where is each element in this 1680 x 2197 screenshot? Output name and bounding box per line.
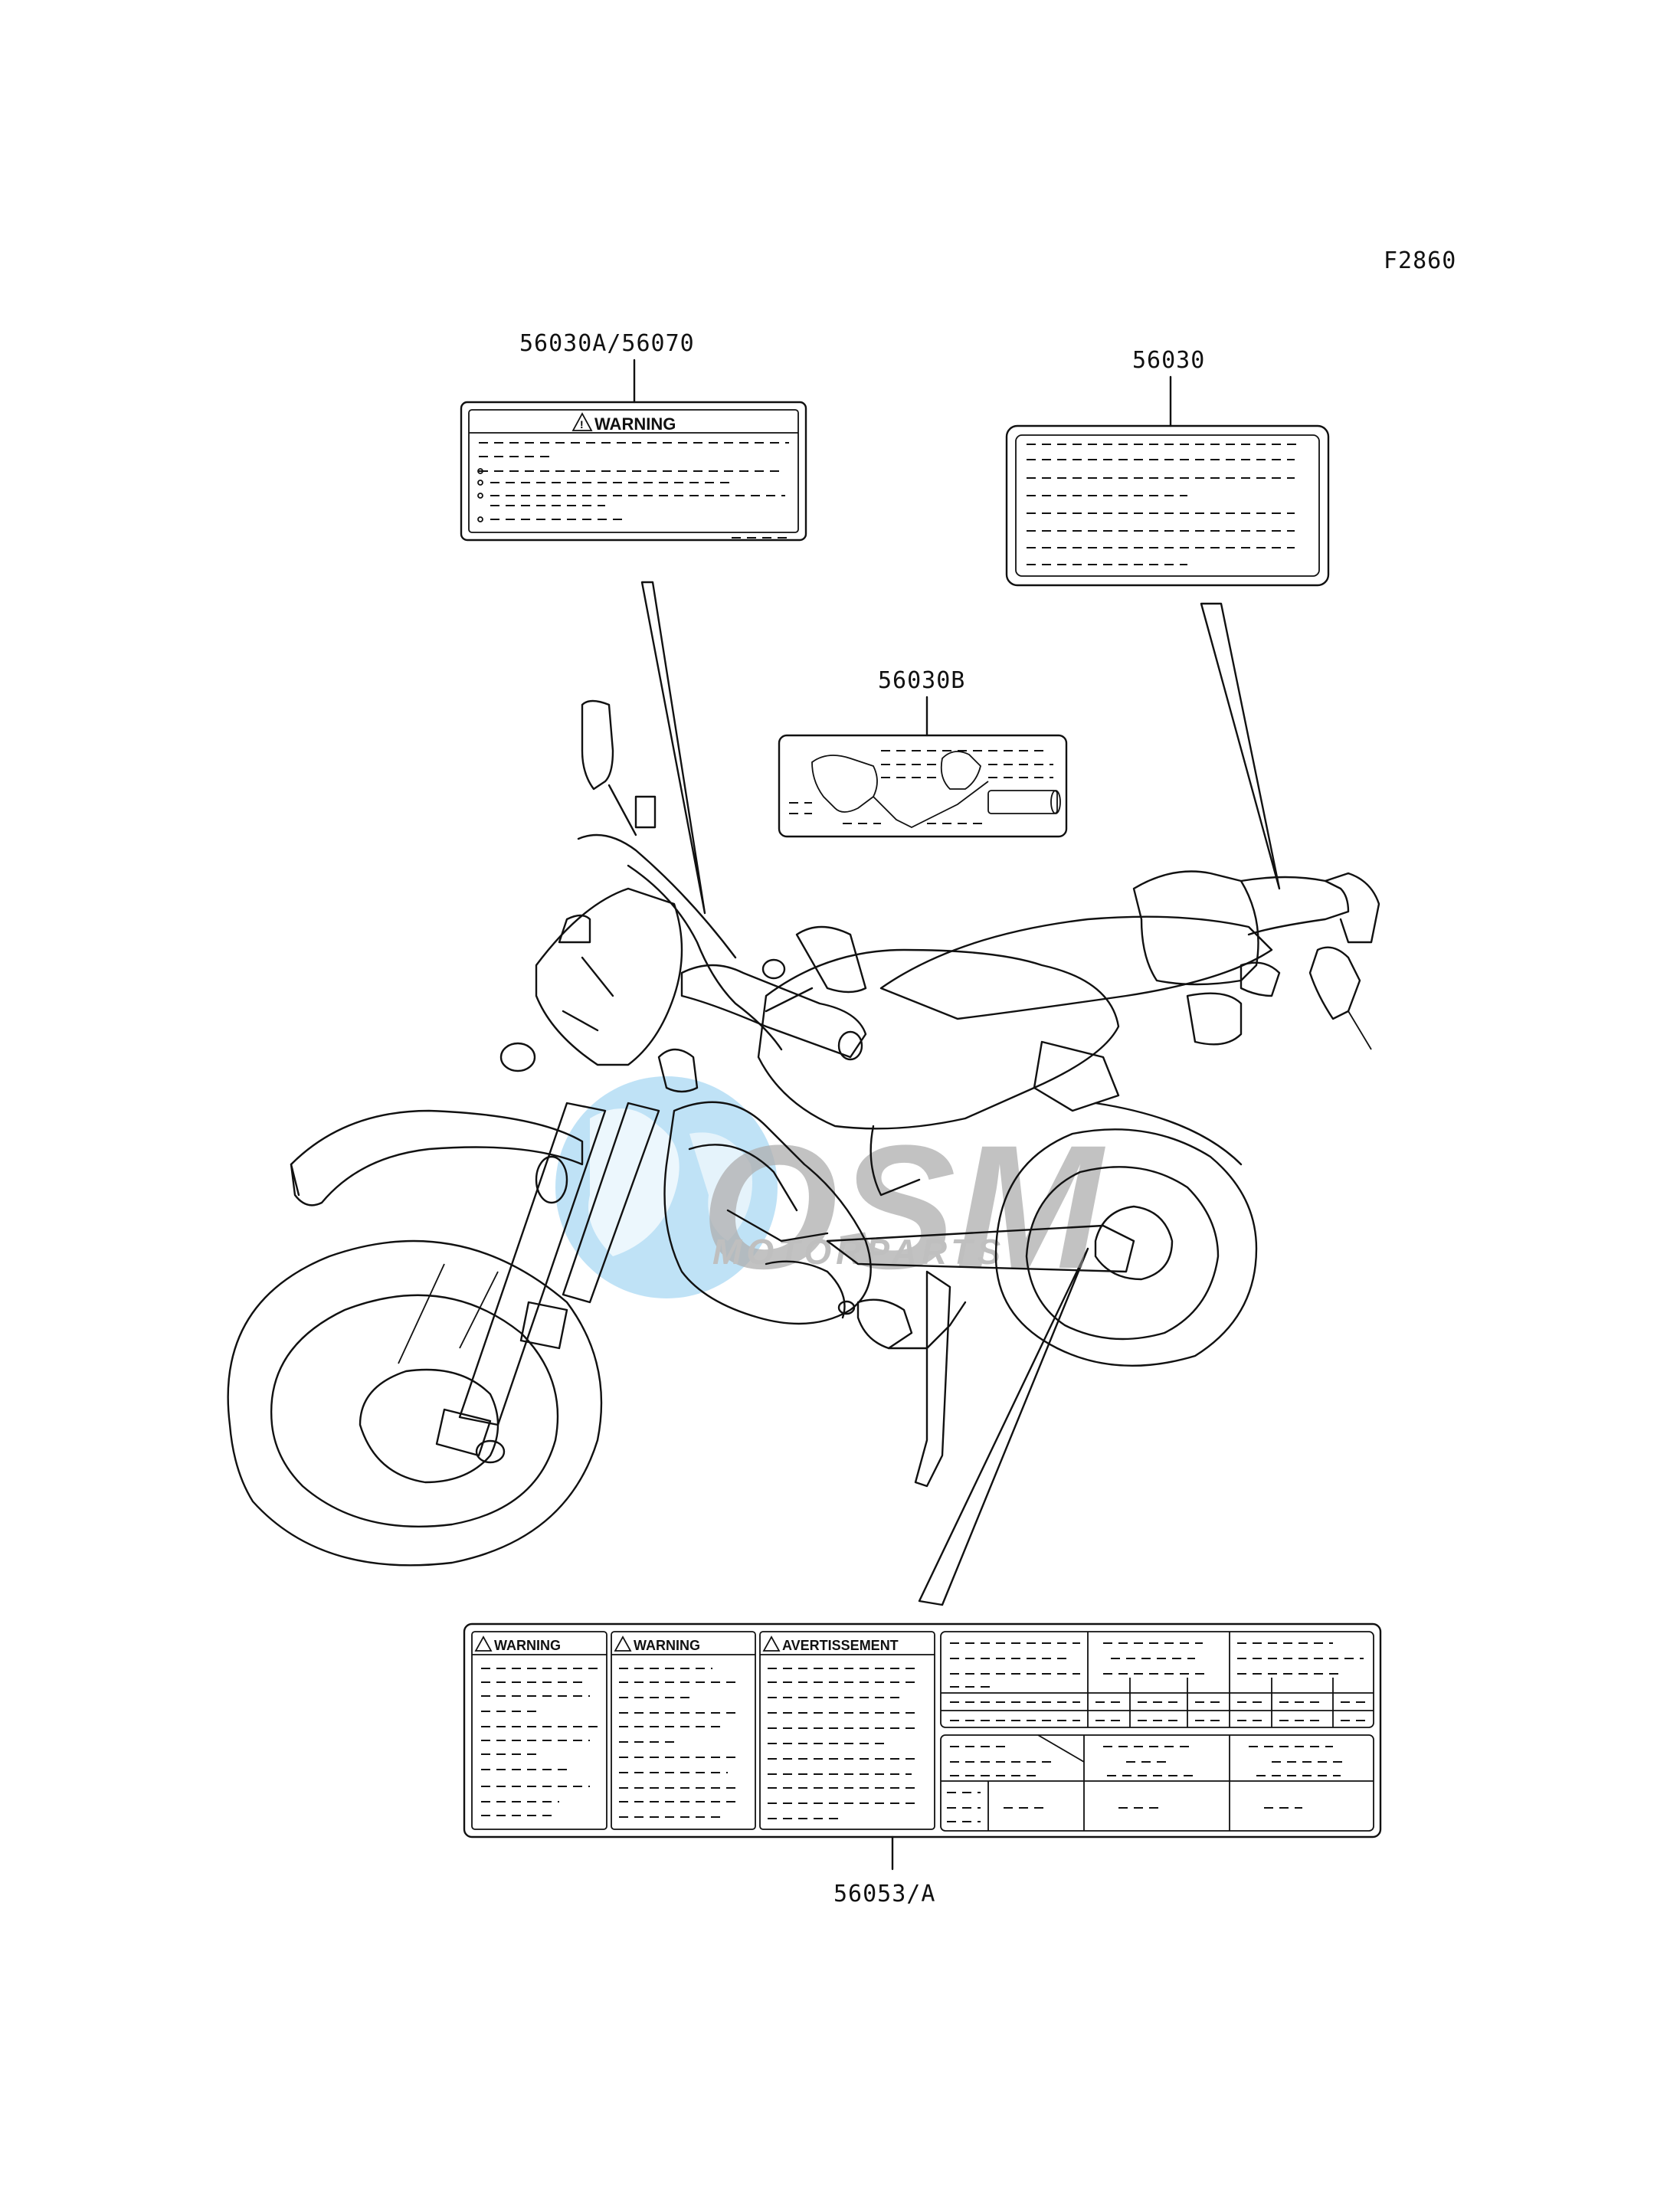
- motorcycle-drawing: [227, 699, 1380, 1567]
- warning-triangle-icon: [614, 1635, 632, 1652]
- figure-id: F2860: [1384, 247, 1456, 274]
- watermark-subtitle: MOTORPARTS: [712, 1232, 1005, 1272]
- watermark-brand: OSM: [701, 1108, 1105, 1305]
- label-56030a-56070[interactable]: ! WARNING: [460, 401, 807, 542]
- pointer-56030a: [640, 581, 706, 915]
- warning-heading: WARNING: [634, 1638, 700, 1653]
- svg-text:!: !: [580, 418, 584, 431]
- avertissement-heading: AVERTISSEMENT: [782, 1638, 899, 1653]
- part-number-56030b[interactable]: 56030B: [878, 667, 965, 694]
- label-56030b[interactable]: [778, 734, 1068, 838]
- part-number-56030a-56070[interactable]: 56030A/56070: [519, 330, 695, 357]
- warning-triangle-icon: [474, 1635, 493, 1652]
- osm-watermark: OSM MOTORPARTS: [555, 1076, 1105, 1305]
- label-56053-a[interactable]: WARNING WARNING AVERTISSEMENT: [463, 1622, 1382, 1838]
- warning-triangle-icon: !: [571, 412, 593, 431]
- part-number-56053-a[interactable]: 56053/A: [833, 1881, 935, 1907]
- pointer-56053: [918, 1247, 1089, 1606]
- warning-triangle-icon: [762, 1635, 781, 1652]
- warning-heading: WARNING: [494, 1638, 561, 1653]
- part-number-56030[interactable]: 56030: [1132, 347, 1205, 374]
- pointer-56030: [1200, 602, 1281, 890]
- label-56030[interactable]: [1005, 424, 1330, 587]
- warning-heading: WARNING: [594, 414, 676, 434]
